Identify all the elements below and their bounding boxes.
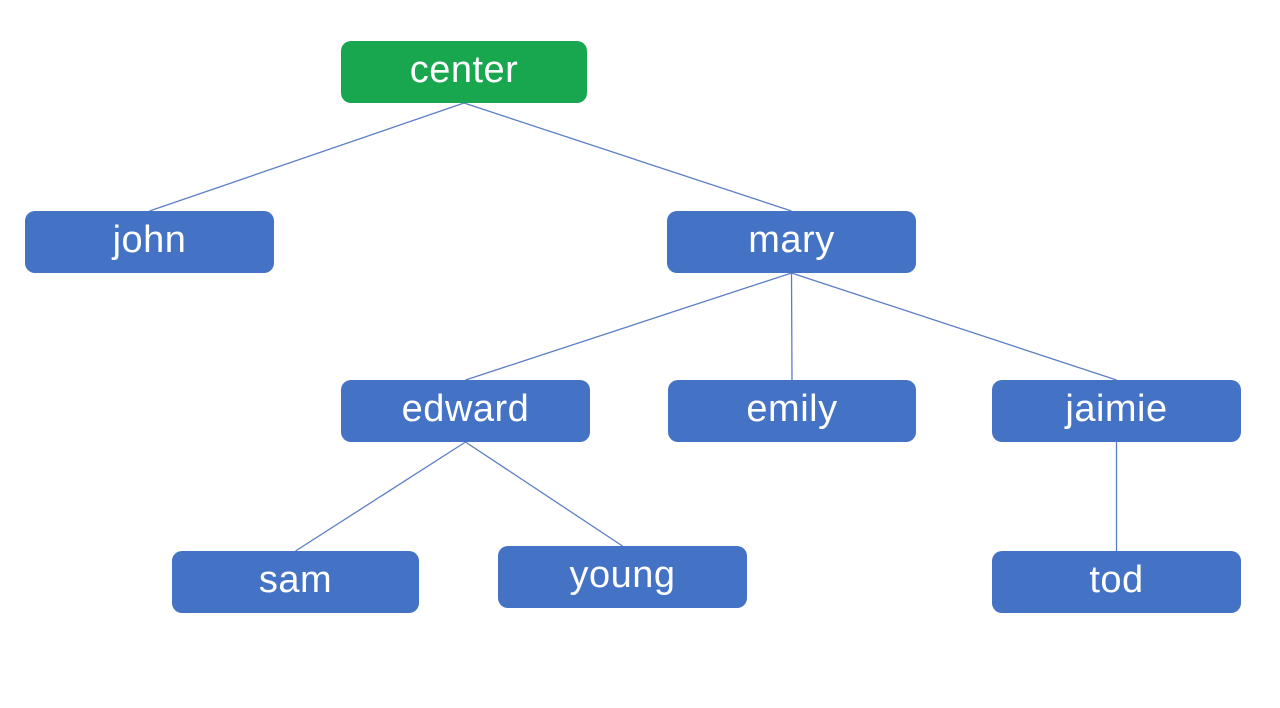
node-label-tod: tod bbox=[1089, 559, 1144, 601]
node-label-young: young bbox=[569, 554, 676, 596]
connector-mary-edward bbox=[465, 272, 792, 381]
connector-center-john bbox=[149, 102, 465, 212]
tree-node-jaimie: jaimie bbox=[992, 380, 1241, 442]
connector-edward-young bbox=[465, 441, 623, 547]
node-label-emily: emily bbox=[746, 388, 838, 430]
node-label-sam: sam bbox=[258, 559, 333, 601]
node-label-center: center bbox=[409, 49, 519, 91]
node-label-edward: edward bbox=[401, 388, 530, 430]
tree-node-edward: edward bbox=[341, 380, 590, 442]
tree-node-center: center bbox=[341, 41, 587, 103]
connector-mary-jaimie bbox=[791, 272, 1117, 381]
connector-mary-emily bbox=[790, 272, 793, 381]
node-label-jaimie: jaimie bbox=[1065, 388, 1168, 430]
node-label-mary: mary bbox=[748, 219, 835, 261]
tree-node-emily: emily bbox=[668, 380, 916, 442]
connector-edward-sam bbox=[295, 441, 466, 552]
tree-node-tod: tod bbox=[992, 551, 1241, 613]
node-label-john: john bbox=[112, 219, 187, 261]
tree-node-john: john bbox=[25, 211, 274, 273]
tree-node-sam: sam bbox=[172, 551, 419, 613]
tree-node-young: young bbox=[498, 546, 747, 608]
connector-center-mary bbox=[463, 102, 792, 212]
tree-node-mary: mary bbox=[667, 211, 916, 273]
